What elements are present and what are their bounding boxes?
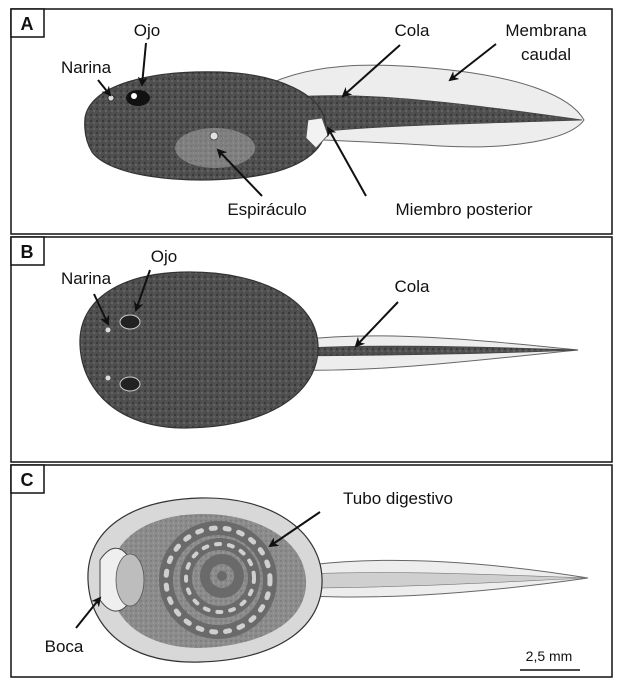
panel-a-letter: A	[21, 14, 34, 34]
label-cola-b: Cola	[395, 277, 431, 296]
eye-a	[126, 90, 150, 106]
body-b	[80, 272, 318, 428]
label-narina-b: Narina	[61, 269, 112, 288]
eye-b	[120, 315, 140, 329]
panel-c-letter: C	[21, 470, 34, 490]
panel-b-letter: B	[21, 242, 34, 262]
panel-c: C Tubo digestivo Boca 2,5 mm	[11, 465, 612, 677]
label-boca-c: Boca	[45, 637, 84, 656]
eye-highlight-a	[131, 93, 137, 99]
mouth-disc-c	[116, 554, 144, 606]
label-cola-a: Cola	[395, 21, 431, 40]
eye-b-2	[120, 377, 140, 391]
nostril-a	[108, 95, 114, 101]
label-membrana-line2: caudal	[521, 45, 571, 64]
nostril-b-2	[106, 376, 111, 381]
scale-bar-label: 2,5 mm	[526, 648, 573, 664]
label-ojo-a: Ojo	[134, 21, 160, 40]
label-tubo-c: Tubo digestivo	[343, 489, 453, 508]
label-membrana-line1: Membrana	[505, 21, 587, 40]
panel-a: A Ojo Narina Cola Membrana caudal Espirá…	[11, 9, 612, 234]
label-narina-a: Narina	[61, 58, 112, 77]
label-ojo-b: Ojo	[151, 247, 177, 266]
nostril-b	[106, 328, 111, 333]
label-miembro-a: Miembro posterior	[396, 200, 533, 219]
spiracle-a	[210, 132, 218, 140]
panel-b: B Ojo Narina Cola	[11, 237, 612, 462]
label-espiraculo-a: Espiráculo	[227, 200, 306, 219]
